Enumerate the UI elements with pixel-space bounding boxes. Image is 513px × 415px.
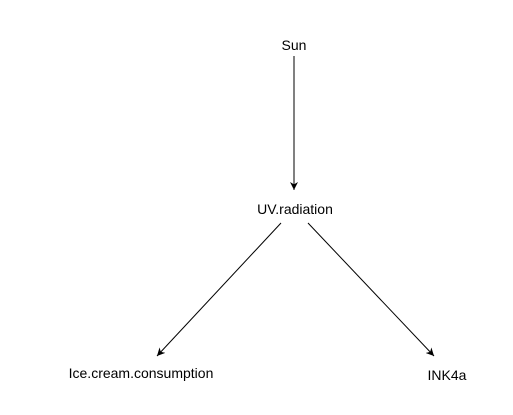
node-ice-cream-consumption: Ice.cream.consumption [69, 365, 214, 381]
edge-uv-radiation-to-ink4a [307, 222, 435, 357]
edge-uv-radiation-to-ice-cream-consumption [156, 222, 282, 357]
node-uv-radiation: UV.radiation [257, 201, 333, 217]
node-ink4a: INK4a [428, 367, 467, 383]
node-sun: Sun [282, 37, 307, 53]
